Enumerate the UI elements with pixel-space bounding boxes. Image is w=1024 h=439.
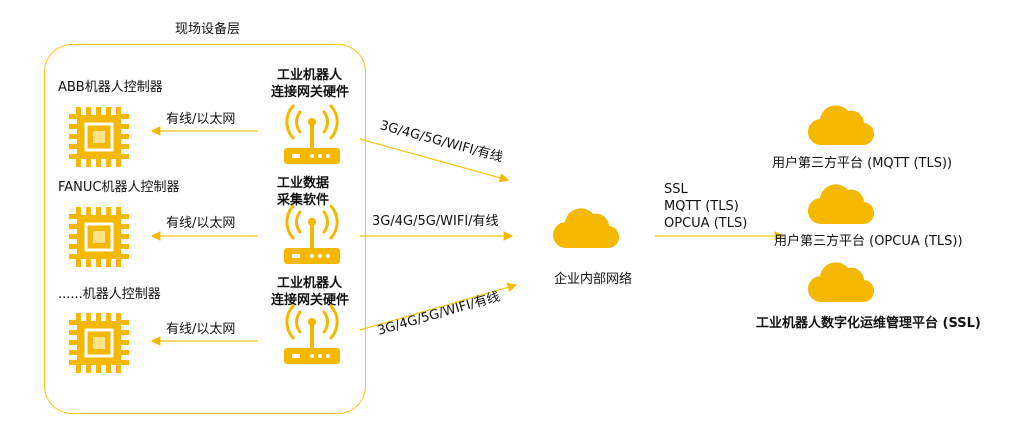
gateway-label-1-line2: 连接网关硬件 — [271, 85, 350, 100]
cloud-icon — [807, 105, 875, 146]
gateway-label-2-line2: 采集软件 — [277, 193, 330, 208]
wired-link-label-2: 有线/以太网 — [166, 216, 236, 231]
gateway-label-1-line1: 工业机器人 — [277, 68, 343, 83]
controller-label-1: ABB机器人控制器 — [58, 80, 163, 95]
router-icon — [284, 304, 340, 364]
wired-link-label-1: 有线/以太网 — [166, 112, 236, 127]
controller-label-2: FANUC机器人控制器 — [58, 180, 180, 195]
protocol-label-ssl: SSL — [664, 182, 688, 197]
chip-icon — [69, 313, 129, 373]
wired-link-label-3: 有线/以太网 — [166, 322, 236, 337]
gateway-label-3-line1: 工业机器人 — [277, 276, 343, 291]
router-icon — [284, 204, 340, 264]
protocol-label-mqtt: MQTT (TLS) — [664, 199, 739, 214]
wireless-link-label-2: 3G/4G/5G/WIFI/有线 — [372, 214, 499, 229]
field-layer-title: 现场设备层 — [175, 22, 241, 37]
field-layer-box — [44, 44, 366, 414]
chip-icon — [69, 207, 129, 267]
enterprise-network-label: 企业内部网络 — [554, 272, 633, 287]
cloud-icon — [807, 262, 875, 303]
controller-label-3: ......机器人控制器 — [58, 287, 161, 302]
chip-icon — [69, 107, 129, 167]
router-icon — [284, 104, 340, 164]
wireless-arrow-3 — [359, 282, 518, 331]
gateway-label-2-line1: 工业数据 — [277, 176, 330, 191]
wireless-arrow-1 — [359, 138, 510, 183]
platform-label-opcua: 用户第三方平台 (OPCUA (TLS)) — [774, 234, 963, 249]
cloud-icon — [807, 184, 875, 225]
cloud-icon — [552, 208, 620, 249]
protocol-label-opcua: OPCUA (TLS) — [664, 216, 748, 231]
platform-label-ssl: 工业机器人数字化运维管理平台 (SSL) — [756, 316, 981, 331]
platform-label-mqtt: 用户第三方平台 (MQTT (TLS)) — [772, 156, 953, 171]
gateway-label-3-line2: 连接网关硬件 — [271, 293, 350, 308]
